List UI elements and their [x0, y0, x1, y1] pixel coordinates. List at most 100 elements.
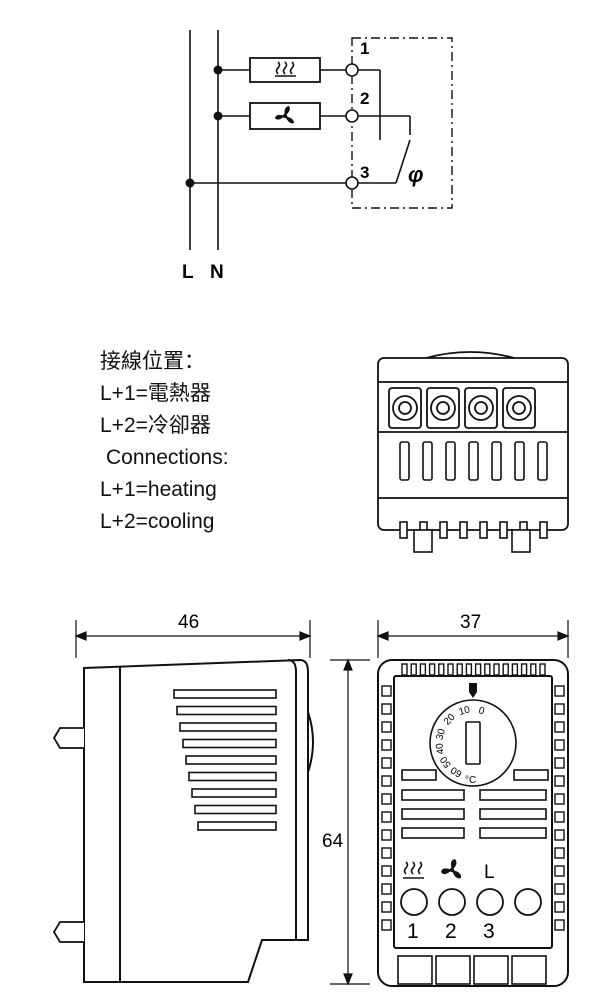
- terminal-1: [345, 63, 359, 77]
- front-top-tick: [511, 663, 519, 676]
- front-side-rib-left: [381, 685, 392, 697]
- terminal-3: [345, 176, 359, 190]
- front-vent: [479, 827, 547, 839]
- front-side-rib-right: [554, 811, 565, 823]
- top-vent-slot: [514, 441, 525, 481]
- front-top-tick: [456, 663, 463, 676]
- terminal-label-1: 1: [360, 39, 369, 58]
- front-side-rib-left: [381, 793, 392, 805]
- top-terminal-screw-center: [474, 401, 488, 415]
- top-bottom-slot: [539, 521, 548, 539]
- dial-pointer: [469, 683, 477, 698]
- dial-scale-label: 40: [434, 742, 447, 755]
- side-fin: [188, 771, 277, 782]
- connections-line2-zh: L+2=冷卻器: [100, 414, 211, 437]
- front-side-rib-left: [381, 739, 392, 751]
- top-bottom-slot: [499, 521, 508, 539]
- side-fin: [197, 821, 277, 831]
- connections-title-en: Connections:: [106, 446, 229, 469]
- dial-scale-label: 10: [458, 704, 472, 718]
- top-vent-slot: [537, 441, 548, 481]
- front-side-rib-right: [554, 865, 565, 877]
- front-side-rib-right: [554, 847, 565, 859]
- dimension-front-width: 37: [460, 612, 481, 633]
- side-fin: [182, 738, 277, 749]
- wiring-diagram: 1 2 3 φ L N: [182, 30, 453, 283]
- bus-label-l: L: [182, 262, 194, 283]
- top-bottom-slot: [479, 521, 488, 539]
- top-vent-slot: [468, 441, 479, 481]
- dial-scale-label: 60: [449, 764, 465, 779]
- dimension-height: 64: [322, 831, 344, 852]
- front-side-rib-left: [381, 703, 392, 715]
- connections-line1-en: L+1=heating: [100, 478, 217, 501]
- top-terminal-screw-center: [398, 401, 412, 415]
- front-heater-icon: [403, 861, 424, 879]
- front-side-rib-right: [554, 775, 565, 787]
- front-side-rib-left: [381, 901, 392, 913]
- dial-scale-label: 30: [435, 727, 449, 741]
- side-fin: [176, 705, 277, 716]
- side-fin: [173, 689, 277, 699]
- top-vent-slot: [399, 441, 410, 481]
- front-vent: [401, 769, 437, 781]
- front-top-tick: [438, 663, 445, 676]
- top-terminal-screw-center: [436, 401, 450, 415]
- phi-symbol: φ: [408, 162, 423, 187]
- front-side-rib-right: [554, 721, 565, 733]
- heater-icon: [275, 61, 296, 77]
- front-terminal-4: [514, 888, 542, 916]
- front-vent: [479, 789, 547, 801]
- front-side-rib-right: [554, 829, 565, 841]
- front-terminal-3: [476, 888, 504, 916]
- front-side-rib-left: [381, 865, 392, 877]
- front-side-rib-left: [381, 775, 392, 787]
- front-top-tick: [539, 663, 546, 676]
- front-side-rib-right: [554, 901, 565, 913]
- terminal-2: [345, 109, 359, 123]
- top-bottom-slot: [459, 521, 468, 539]
- front-top-tick: [520, 663, 528, 676]
- side-fin: [194, 804, 277, 815]
- front-vent: [401, 827, 465, 839]
- front-top-tick: [428, 663, 436, 676]
- front-top-tick: [502, 663, 509, 676]
- terminal-label-3: 3: [360, 163, 369, 182]
- front-vent: [401, 808, 465, 820]
- side-fin: [185, 755, 277, 765]
- dimension-side-width: 46: [178, 612, 199, 633]
- front-vent: [479, 808, 547, 820]
- side-fin: [191, 788, 277, 798]
- front-side-rib-right: [554, 757, 565, 769]
- fan-icon: [275, 106, 294, 124]
- top-terminal-screw-center: [512, 401, 526, 415]
- front-top-tick: [447, 663, 454, 676]
- front-fan-icon: [441, 859, 462, 879]
- top-vent-slot: [491, 441, 502, 481]
- side-view-drawing: 46: [52, 612, 314, 983]
- front-top-tick: [419, 663, 427, 676]
- front-side-rib-left: [381, 721, 392, 733]
- front-top-tick: [493, 663, 500, 676]
- front-vent: [401, 789, 465, 801]
- top-bottom-slot: [439, 521, 448, 539]
- side-fin: [179, 722, 277, 732]
- front-side-rib-right: [554, 793, 565, 805]
- front-top-tick: [530, 663, 537, 676]
- front-top-tick: [484, 663, 491, 676]
- top-vent-slot: [422, 441, 433, 481]
- front-side-rib-left: [381, 829, 392, 841]
- front-side-rib-right: [554, 883, 565, 895]
- top-view-drawing: [377, 351, 569, 553]
- front-terminal-number-2: 2: [445, 920, 457, 943]
- front-l-label: L: [484, 862, 495, 883]
- front-vent: [513, 769, 549, 781]
- front-top-tick: [465, 663, 473, 676]
- connections-line2-en: L+2=cooling: [100, 510, 215, 533]
- front-side-rib-left: [381, 919, 392, 931]
- front-side-rib-right: [554, 919, 565, 931]
- bus-label-n: N: [210, 262, 224, 283]
- front-terminal-number-3: 3: [483, 920, 495, 943]
- dial-unit: °C: [465, 775, 476, 786]
